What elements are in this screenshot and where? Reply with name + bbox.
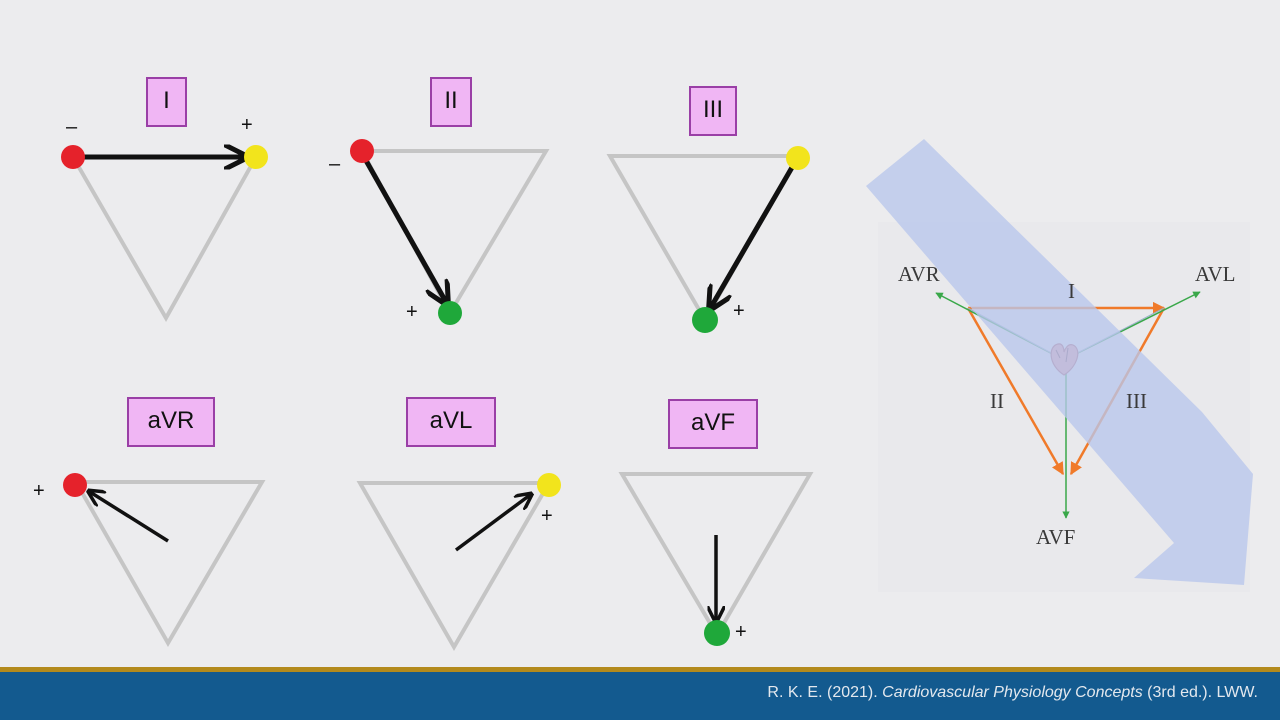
einthoven-lead-ii-label: II [990,389,1004,413]
lead-i-positive-sign: + [241,114,253,136]
lead-i-diagram [61,145,268,323]
lead-avl-diagram [356,473,561,652]
lead-ii-triangle [358,149,550,318]
left-leg-electrode [692,307,718,333]
citation-edition: (3rd ed.). LWW. [1142,684,1258,701]
lead-i-negative-sign: – [66,116,78,138]
lead-iii-label: III [689,86,737,136]
lead-avl-label: aVL [406,397,496,447]
einthoven-lead-iii-label: III [1126,389,1147,413]
lead-avr-positive-sign: + [33,480,45,502]
einthoven-avf-label: AVF [1036,525,1076,549]
left-leg-electrode [438,301,462,325]
lead-iii-triangle [606,154,802,325]
left-leg-electrode [704,620,730,646]
lead-avl-triangle [356,481,553,652]
lead-ii-label: II [430,77,472,127]
einthoven-lead-i-label: I [1068,279,1075,303]
right-arm-electrode [350,139,374,163]
slide-canvas: I II III aVR aVL aVF – + – + + + + + AVR… [33,77,1253,652]
lead-avf-positive-sign: + [735,621,747,643]
lead-ii-line [966,307,1065,476]
lead-avl-positive-sign: + [541,505,553,527]
citation: R. K. E. (2021). Cardiovascular Physiolo… [767,684,1258,702]
lead-iii-positive-sign: + [733,300,745,322]
lead-iii-diagram [606,146,810,333]
left-arm-electrode [244,145,268,169]
citation-authors: R. K. E. (2021). [767,684,883,701]
citation-title: Cardiovascular Physiology Concepts [882,684,1143,701]
right-arm-electrode [63,473,87,497]
lead-avr-diagram [63,473,266,647]
lead-ii-diagram [350,139,550,325]
left-arm-electrode [786,146,810,170]
lead-avf-diagram [618,472,814,646]
footer-bar: R. K. E. (2021). Cardiovascular Physiolo… [0,667,1280,720]
lead-i-label: I [146,77,187,127]
einthoven-figure [866,139,1253,592]
lead-ii-positive-sign: + [406,301,418,323]
lead-iii-vector [711,162,797,307]
lead-ii-negative-sign: – [329,153,341,175]
lead-avr-vector [90,492,169,543]
left-arm-electrode [537,473,561,497]
lead-avf-triangle [618,472,814,639]
mean-axis-arrow [866,139,1253,585]
lead-i-triangle [69,155,260,323]
lead-ii-vector [361,155,446,302]
einthoven-avr-label: AVR [898,262,940,286]
lead-avl-vector [454,495,530,552]
lead-avf-label: aVF [668,399,758,449]
lead-diagrams [61,139,1253,652]
einthoven-avl-label: AVL [1195,262,1236,286]
lead-avr-triangle [72,480,266,647]
right-arm-electrode [61,145,85,169]
lead-avr-label: aVR [127,397,215,447]
